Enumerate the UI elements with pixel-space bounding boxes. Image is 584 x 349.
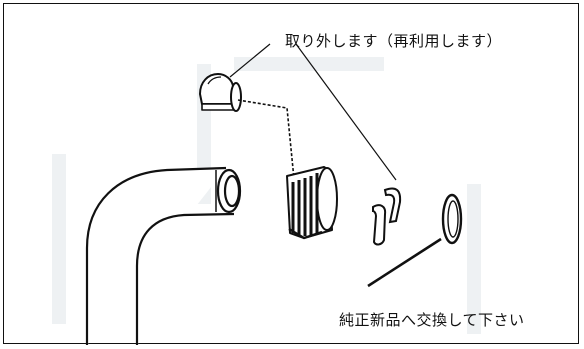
diagram-frame: 取り外します（再利用します） 純正新品へ交換して下さい <box>3 3 579 345</box>
split-ring-lower <box>372 204 387 246</box>
exploded-parts-diagram <box>52 43 481 345</box>
ribbed-sleeve <box>286 166 338 240</box>
assembly-guide-line <box>237 99 295 180</box>
callout-leaders <box>229 43 442 288</box>
bent-pipe <box>85 166 242 345</box>
o-ring-seal <box>441 193 463 245</box>
split-ring-upper <box>383 187 402 224</box>
replace-callout-label: 純正新品へ交換して下さい <box>339 311 525 329</box>
removal-callout-label: 取り外します（再利用します） <box>285 32 503 50</box>
cap-nut <box>199 73 242 112</box>
